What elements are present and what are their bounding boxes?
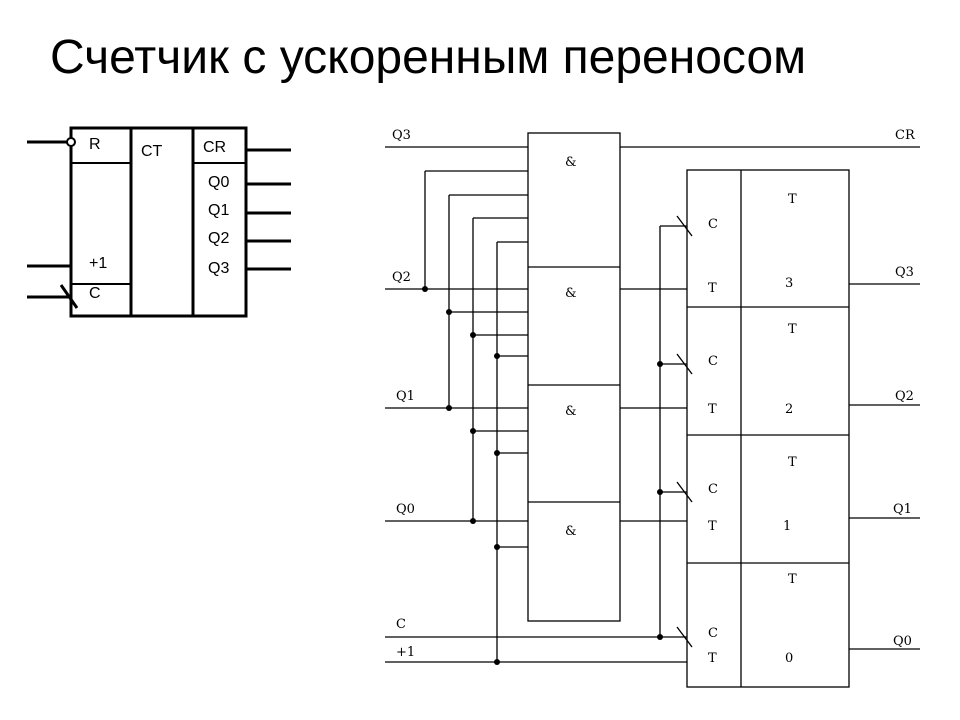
junction-dots	[422, 286, 663, 665]
inverted-reset-pin	[66, 137, 76, 147]
output-q2-label: Q2	[895, 389, 914, 404]
ct-label: CT	[141, 143, 163, 160]
counter-symbol: R CT CR Q0 Q1 Q2 Q3 +1 C	[27, 126, 291, 318]
input-q1-label: Q1	[396, 389, 415, 404]
input-q3-label: Q3	[392, 128, 411, 143]
trigger-1-type-label: T	[788, 455, 797, 470]
and-gates-block	[527, 132, 621, 622]
and-gate-labels: & & & &	[565, 155, 577, 539]
trigger-0-index: 0	[785, 651, 793, 666]
counter-body	[69, 126, 248, 318]
reset-label: R	[89, 136, 101, 153]
and-gate-2-label: &	[565, 286, 577, 301]
q2-label: Q2	[208, 230, 229, 247]
output-q0-label: Q0	[893, 634, 912, 649]
cr-label: CR	[203, 139, 226, 156]
and-gate-4-label: &	[565, 524, 577, 539]
output-q3-label: Q3	[895, 265, 914, 280]
trigger-3-index: 3	[785, 276, 793, 291]
trigger-2-t-label: T	[708, 402, 717, 417]
trigger-0-c-label: C	[708, 626, 718, 641]
output-cr-label: CR	[895, 128, 916, 143]
input-labels: Q3 Q2 Q1 Q0 C +1	[392, 128, 415, 660]
input-q0-label: Q0	[396, 502, 415, 517]
trigger-3-t-label: T	[708, 281, 717, 296]
input-q2-label: Q2	[392, 270, 411, 285]
trigger-0-t-label: T	[708, 651, 717, 666]
trigger-1-c-label: C	[708, 482, 718, 497]
plus-one-label: +1	[89, 255, 107, 272]
trigger-1-t-label: T	[708, 519, 717, 534]
q1-label: Q1	[208, 202, 229, 219]
trigger-labels: C T T 3 C T T 2 C T T 1 C T T 0	[708, 192, 797, 666]
q3-label: Q3	[208, 260, 229, 277]
clock-edge-mark	[59, 284, 79, 309]
schematic	[385, 132, 920, 688]
trigger-block	[686, 169, 850, 688]
trigger-2-type-label: T	[788, 322, 797, 337]
output-q1-label: Q1	[893, 502, 912, 517]
and-gate-3-label: &	[565, 404, 577, 419]
q0-label: Q0	[208, 174, 229, 191]
clock-label: C	[89, 285, 101, 302]
and-gate-1-label: &	[565, 155, 577, 170]
page-title: Счетчик с ускоренным переносом	[50, 31, 807, 84]
trigger-1-index: 1	[783, 519, 791, 534]
input-c-label: C	[396, 617, 406, 632]
trigger-2-c-label: C	[708, 354, 718, 369]
output-labels: CR Q3 Q2 Q1 Q0	[893, 128, 916, 649]
trigger-0-type-label: T	[788, 572, 797, 587]
input-plus-one-label: +1	[396, 645, 415, 660]
trigger-3-c-label: C	[708, 217, 718, 232]
trigger-3-type-label: T	[788, 192, 797, 207]
trigger-2-index: 2	[785, 402, 793, 417]
